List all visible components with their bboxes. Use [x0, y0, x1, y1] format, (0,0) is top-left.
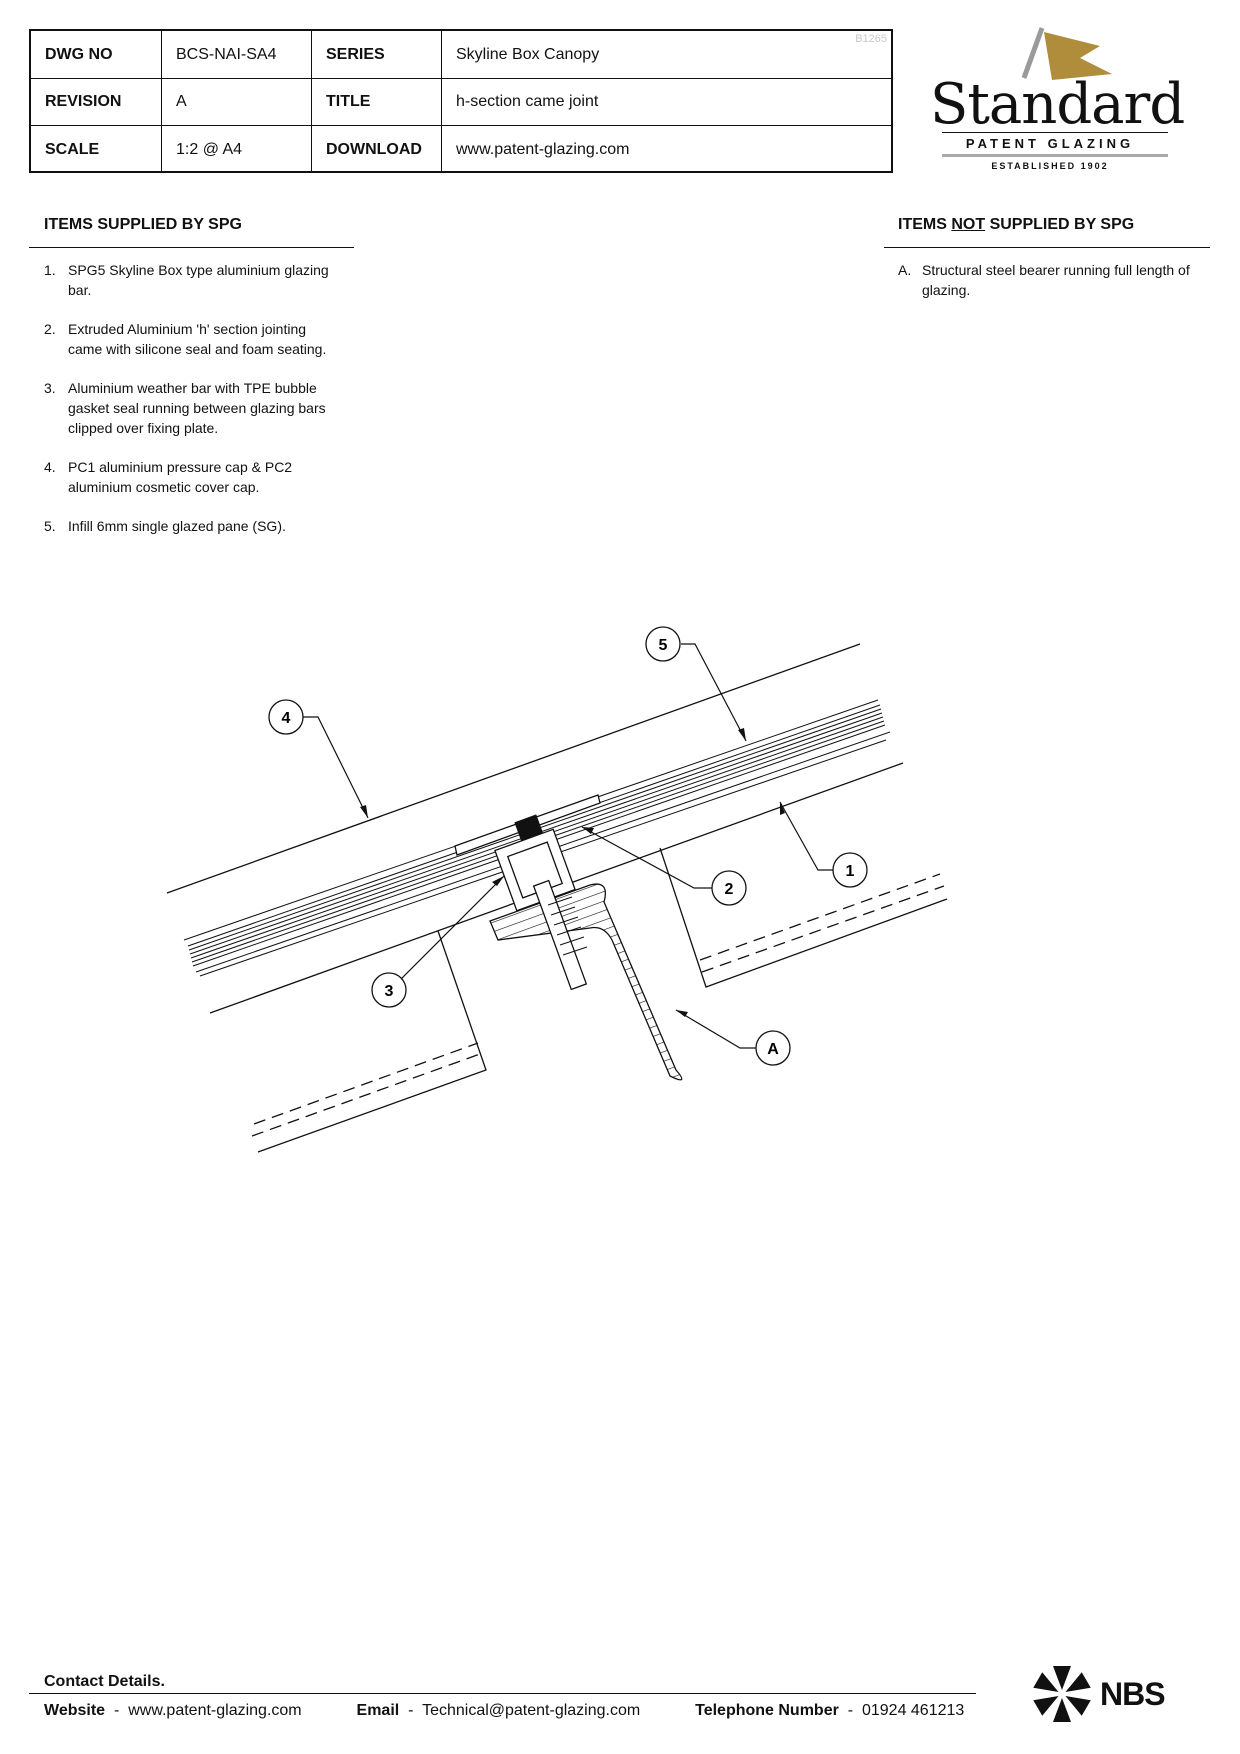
- logo-rule: [942, 132, 1168, 133]
- nbs-flower-icon: [1033, 1666, 1091, 1722]
- title-label: TITLE: [311, 78, 441, 125]
- phone-number: 01924 461213: [861, 1702, 965, 1719]
- logo-subtitle: PATENT GLAZING: [965, 136, 1135, 151]
- scale-value: 1:2 @ A4: [161, 126, 311, 173]
- title-value: h-section came joint: [441, 78, 891, 125]
- series-value: Skyline Box Canopy: [441, 31, 891, 78]
- callout-5: 5: [645, 626, 681, 662]
- title-row-dwg: DWG NO BCS-NAI-SA4 SERIES Skyline Box Ca…: [31, 31, 891, 79]
- callout-A: A: [755, 1030, 791, 1066]
- callout-1: 1: [832, 852, 868, 888]
- title-block: B1265 DWG NO BCS-NAI-SA4 SERIES Skyline …: [29, 29, 893, 173]
- scale-label: SCALE: [45, 140, 100, 158]
- email-link[interactable]: Technical@patent-glazing.com: [422, 1702, 641, 1719]
- footer-rule: [29, 1693, 976, 1694]
- nbs-logo: NBS: [1030, 1662, 1170, 1732]
- items-not-supplied-rule: [884, 247, 1210, 248]
- callout-label: 3: [385, 983, 394, 1000]
- download-link[interactable]: www.patent-glazing.com: [441, 126, 891, 173]
- title-row-revision: REVISION A TITLE h-section came joint: [31, 78, 891, 126]
- flag-icon: [1021, 27, 1112, 80]
- website-link[interactable]: www.patent-glazing.com: [128, 1702, 302, 1719]
- list-item: 2.Extruded Aluminium 'h' section jointin…: [44, 321, 327, 357]
- nbs-text: NBS: [1100, 1676, 1166, 1712]
- callout-label: 4: [282, 710, 291, 727]
- items-supplied-rule: [29, 247, 354, 248]
- glazing-bar-right: [659, 847, 948, 988]
- standard-patent-glazing-logo: Standard PATENT GLAZING ESTABLISHED 1902: [930, 26, 1185, 176]
- contact-row: Website - www.patent-glazing.com Email -…: [44, 1702, 965, 1719]
- list-item: 3.Aluminium weather bar with TPE bubble …: [44, 380, 326, 436]
- list-item: 4.PC1 aluminium pressure cap & PC2 alumi…: [44, 459, 293, 495]
- callout-label: 2: [725, 881, 734, 898]
- phone-label: Telephone Number: [695, 1702, 839, 1719]
- revision-value: A: [161, 78, 311, 125]
- leader-arrows: [360, 728, 785, 1017]
- items-supplied-list: 1.SPG5 Skyline Box type aluminium glazin…: [44, 260, 344, 555]
- callout-label: 1: [846, 863, 855, 880]
- title-row-scale: SCALE 1:2 @ A4 DOWNLOAD www.patent-glazi…: [31, 126, 891, 173]
- series-label: SERIES: [311, 31, 441, 78]
- steel-bearer: [489, 883, 683, 1081]
- joint-section-drawing: 5 4 1 2 3 A: [166, 626, 948, 1153]
- logo-established: ESTABLISHED 1902: [991, 161, 1109, 171]
- list-item: A.Structural steel bearer running full l…: [898, 262, 1190, 298]
- callout-label: 5: [659, 637, 668, 654]
- contact-heading: Contact Details.: [44, 1673, 165, 1690]
- items-not-supplied-heading: ITEMS NOT SUPPLIED BY SPG: [898, 216, 1135, 233]
- drawing-ref: B1265: [855, 33, 887, 45]
- list-item: 1.SPG5 Skyline Box type aluminium glazin…: [44, 262, 329, 298]
- cover-cap-line: [166, 643, 861, 894]
- h-section-came: [454, 794, 601, 912]
- revision-label: REVISION: [45, 92, 122, 110]
- list-item: 5.Infill 6mm single glazed pane (SG).: [44, 518, 286, 534]
- dwg-no-value: BCS-NAI-SA4: [161, 31, 311, 78]
- website-label: Website: [44, 1702, 106, 1719]
- download-label: DOWNLOAD: [311, 126, 441, 173]
- logo-rule-grey: [942, 154, 1168, 157]
- leader-lines: [303, 643, 833, 1049]
- callout-label: A: [767, 1041, 779, 1058]
- items-supplied-heading: ITEMS SUPPLIED BY SPG: [44, 216, 242, 233]
- email-label: Email: [356, 1702, 400, 1719]
- logo-wordmark: Standard: [930, 72, 1185, 137]
- callout-2: 2: [711, 870, 747, 906]
- items-not-supplied-list: A.Structural steel bearer running full l…: [898, 260, 1198, 319]
- callout-3: 3: [371, 972, 407, 1008]
- fixing-screw: [532, 879, 588, 991]
- dwg-no-label: DWG NO: [45, 45, 113, 63]
- glazing-bar-left: [257, 930, 487, 1153]
- callout-4: 4: [268, 699, 304, 735]
